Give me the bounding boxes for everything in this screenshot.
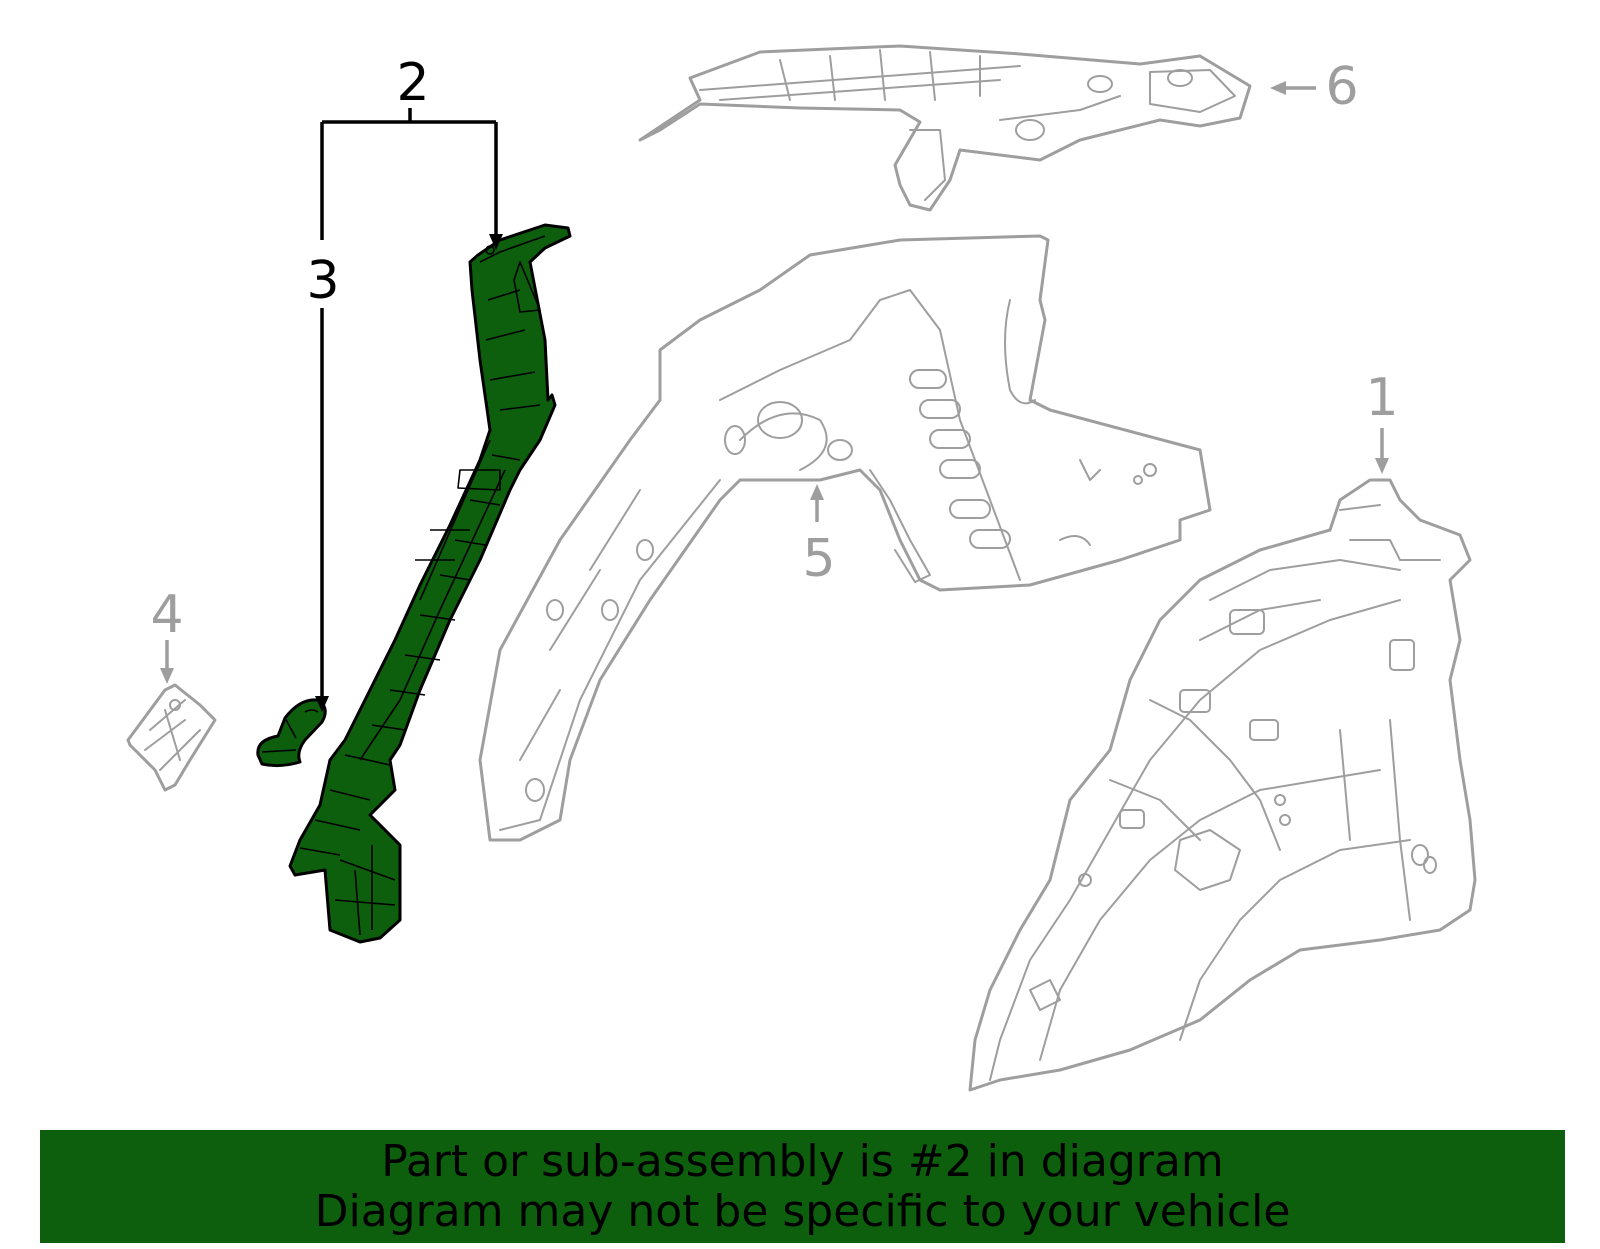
arrowhead-3 [315,696,329,712]
callout-2: 2 [396,53,429,113]
callout-1: 1 [1365,368,1398,428]
callout-3: 3 [306,251,339,311]
part-2-pillar-reinforcement [288,223,572,944]
part-4-bracket [126,683,217,792]
leader-6 [1270,81,1316,95]
part-1-rear-structure [968,478,1477,1092]
part-5-wheelhouse-panel [478,234,1212,842]
part-6-upper-rail [638,44,1252,212]
part-3-clip [256,698,327,768]
leader-1 [1375,428,1389,474]
banner-line-2: Diagram may not be specific to your vehi… [314,1185,1291,1237]
leader-2-3-bracket [315,108,503,712]
leader-4 [160,640,174,684]
banner-line-1: Part or sub-assembly is #2 in diagram [381,1135,1224,1187]
arrowhead-2 [489,234,503,250]
callout-4: 4 [150,585,183,645]
leader-5 [810,484,824,522]
callout-5: 5 [802,529,835,589]
info-banner: Part or sub-assembly is #2 in diagram Di… [40,1130,1565,1243]
callout-6: 6 [1325,57,1358,117]
parts-diagram: 1 2 3 4 5 6 [126,44,1477,1092]
